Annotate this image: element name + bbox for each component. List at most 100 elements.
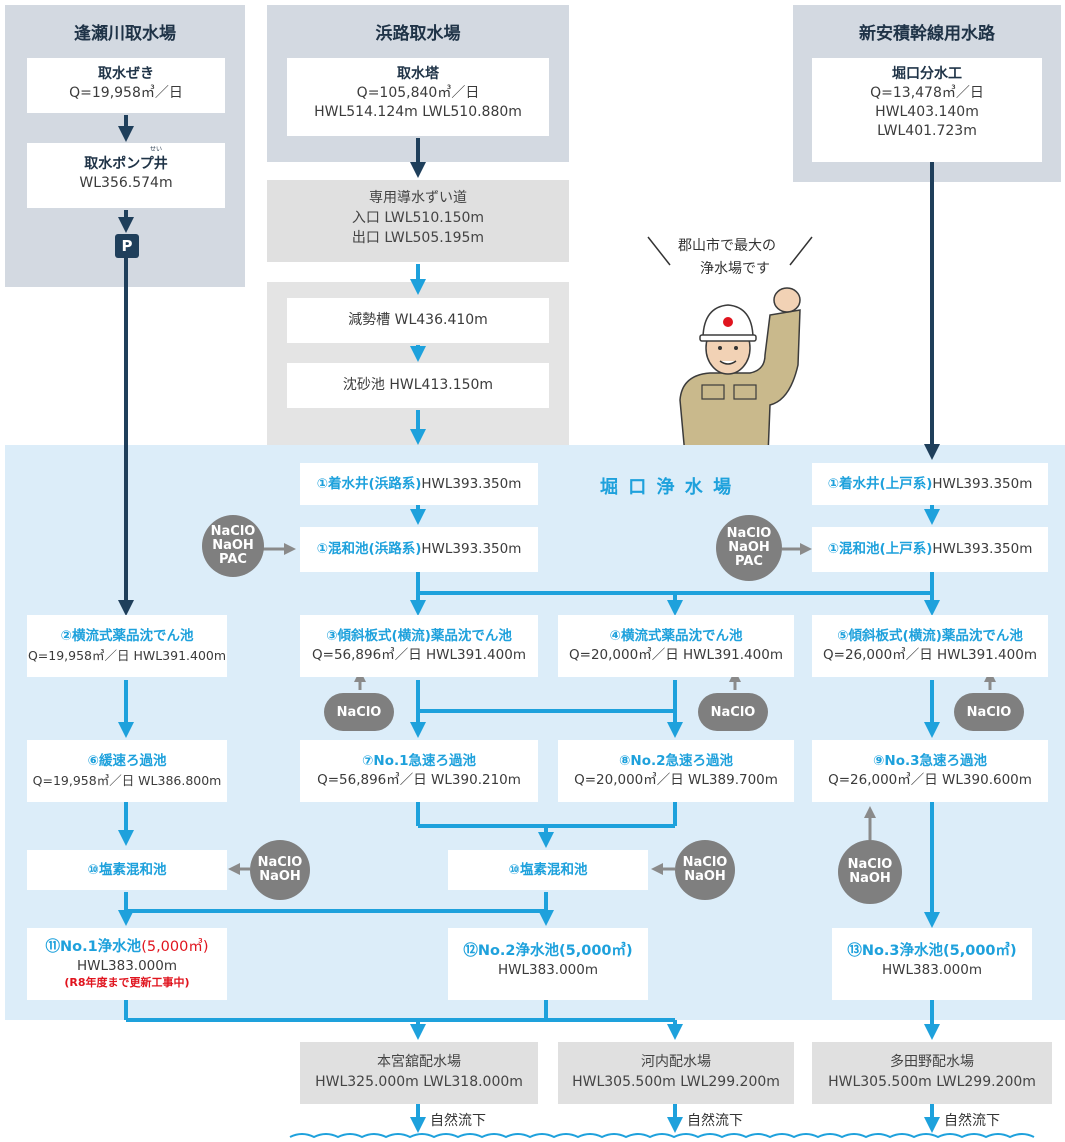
- clear-water-reservoir-3: ⑬No.3浄水池(5,000㎥) HWL383.000m: [832, 928, 1032, 1000]
- clear-water-reservoir-1: ⑪No.1浄水池(5,000㎥) HWL383.000m (R8年度まで更新工事…: [27, 928, 227, 1000]
- gravity-flow-label-1: 自然流下: [430, 1113, 486, 1129]
- rapid-filter-8-spec: Q=20,000㎥／日 WL389.700m: [574, 772, 778, 788]
- gravity-flow-label-2: 自然流下: [687, 1113, 743, 1129]
- conduit-name: 専用導水ずい道: [369, 190, 467, 206]
- pump-well-ruby: せい: [150, 146, 163, 153]
- slow-filter-6-spec: Q=19,958㎥／日 WL386.800m: [32, 773, 222, 788]
- reservoir-1-note: (R8年度まで更新工事中): [64, 976, 190, 989]
- reservoir-3-level: HWL383.000m: [882, 962, 982, 978]
- chem-naclo: NaClO: [847, 857, 893, 872]
- intake-pump-well-level: WL356.574m: [79, 175, 173, 191]
- distribution-tadano-levels: HWL305.500m LWL299.200m: [828, 1074, 1036, 1090]
- reservoir-2-level: HWL383.000m: [498, 962, 598, 978]
- chem-naclo: NaClO: [257, 855, 303, 870]
- grit-chamber-box: 沈砂池 HWL413.150m: [287, 363, 549, 408]
- chlorine-mixing-basin-center-name: ⑩塩素混和池: [508, 862, 588, 878]
- receiving-well-hamaji: ①着水井(浜路系)HWL393.350m: [300, 463, 538, 505]
- chem-naclo: NaClO: [682, 855, 728, 870]
- rapid-filter-7-name: ⑦No.1急速ろ過池: [361, 753, 477, 769]
- rapid-filter-9-name: ⑨No.3急速ろ過池: [872, 753, 988, 769]
- horiguchi-diversion-hwl: HWL403.140m: [875, 104, 979, 120]
- sedimentation-basin-5-name: ⑤傾斜板式(横流)薬品沈でん池: [837, 628, 1023, 644]
- chem-naoh: NaOH: [728, 540, 770, 555]
- chem-naclo: NaClO: [726, 526, 772, 541]
- sedimentation-basin-3-spec: Q=56,896㎥／日 HWL391.400m: [312, 647, 526, 663]
- rapid-filter-8-name: ⑧No.2急速ろ過池: [618, 753, 734, 769]
- chlorine-mixing-basin-left-name: ⑩塩素混和池: [87, 862, 167, 878]
- distribution-motomiya-levels: HWL325.000m LWL318.000m: [315, 1074, 523, 1090]
- sedimentation-basin-4: ④横流式薬品沈でん池 Q=20,000㎥／日 HWL391.400m: [558, 615, 794, 677]
- chlorine-mixing-basin-center: ⑩塩素混和池: [448, 850, 648, 890]
- chem-naoh: NaOH: [212, 538, 254, 553]
- distribution-kawauchi: 河内配水場 HWL305.500m LWL299.200m: [558, 1042, 794, 1104]
- horiguchi-diversion-name: 堀口分水工: [892, 66, 962, 82]
- chem-naoh: NaOH: [849, 871, 891, 886]
- chlorine-badge-center: NaClO NaOH: [675, 840, 735, 900]
- mixing-basin-uwato-name: ①混和池(上戸系): [827, 541, 933, 557]
- mixing-basin-hamaji-name: ①混和池(浜路系): [316, 541, 422, 557]
- grit-chamber-label: 沈砂池 HWL413.150m: [342, 377, 494, 393]
- chlorine-badge-right: NaClO NaOH: [838, 840, 902, 904]
- energy-dissipator-label: 減勢槽 WL436.410m: [348, 312, 488, 328]
- receiving-well-uwato: ①着水井(上戸系)HWL393.350m: [812, 463, 1048, 505]
- mixing-basin-uwato: ①混和池(上戸系)HWL393.350m: [812, 527, 1048, 572]
- distribution-motomiya: 本宮舘配水場 HWL325.000m LWL318.000m: [300, 1042, 538, 1104]
- reservoir-1-title: ⑪No.1浄水池(5,000㎥): [27, 938, 227, 957]
- naclo-badge-5: NaClO: [954, 693, 1024, 731]
- slow-filter-6: ⑥緩速ろ過池 Q=19,958㎥／日 WL386.800m: [27, 740, 227, 802]
- receiving-well-uwato-level: HWL393.350m: [932, 476, 1033, 492]
- source-title-shin-asaka: 新安積幹線用水路: [859, 24, 995, 44]
- clear-water-reservoir-2: ⑫No.2浄水池(5,000㎥) HWL383.000m: [448, 928, 648, 1000]
- intake-weir-flow: Q=19,958㎥／日: [69, 85, 183, 101]
- horiguchi-diversion-box: 堀口分水工 Q=13,478㎥／日 HWL403.140m LWL401.723…: [812, 58, 1042, 162]
- sedimentation-basin-3-name: ③傾斜板式(横流)薬品沈でん池: [326, 628, 512, 644]
- reservoir-2-name: ⑫No.2浄水池(5,000㎥): [463, 943, 633, 959]
- chlorine-mixing-basin-left: ⑩塩素混和池: [27, 850, 227, 890]
- speech-line-1: 郡山市で最大の: [678, 238, 776, 254]
- sedimentation-basin-5: ⑤傾斜板式(横流)薬品沈でん池 Q=26,000㎥／日 HWL391.400m: [812, 615, 1048, 677]
- mixing-basin-hamaji: ①混和池(浜路系)HWL393.350m: [300, 527, 538, 572]
- intake-tower-levels: HWL514.124m LWL510.880m: [314, 104, 522, 120]
- naclo-badge-3: NaClO: [324, 693, 394, 731]
- source-title-ouse: 逢瀬川取水場: [74, 24, 176, 44]
- slow-filter-6-name: ⑥緩速ろ過池: [87, 753, 167, 769]
- rapid-filter-9-spec: Q=26,000㎥／日 WL390.600m: [828, 772, 1032, 788]
- intake-tower-name: 取水塔: [397, 66, 439, 82]
- reservoir-3-name: ⑬No.3浄水池(5,000㎥): [847, 943, 1017, 959]
- sedimentation-basin-4-spec: Q=20,000㎥／日 HWL391.400m: [569, 647, 783, 663]
- reservoir-1-capacity: (5,000㎥): [141, 939, 209, 955]
- chem-naoh: NaOH: [259, 869, 301, 884]
- sedimentation-basin-2: ②横流式薬品沈でん池 Q=19,958㎥／日 HWL391.400m: [27, 615, 227, 677]
- mixing-basin-hamaji-level: HWL393.350m: [421, 541, 522, 557]
- rapid-filter-7: ⑦No.1急速ろ過池 Q=56,896㎥／日 WL390.210m: [300, 740, 538, 802]
- energy-dissipator-box: 減勢槽 WL436.410m: [287, 298, 549, 343]
- intake-pump-well-box: 取水ポンプ井 WL356.574m: [27, 143, 225, 208]
- receiving-well-hamaji-name: ①着水井(浜路系): [316, 476, 422, 492]
- chemical-mix-badge-right: NaClO NaOH PAC: [716, 515, 782, 581]
- sedimentation-basin-3: ③傾斜板式(横流)薬品沈でん池 Q=56,896㎥／日 HWL391.400m: [300, 615, 538, 677]
- distribution-kawauchi-levels: HWL305.500m LWL299.200m: [572, 1074, 780, 1090]
- worker-illustration: [647, 236, 813, 455]
- reservoir-1-name: ⑪No.1浄水池: [45, 939, 142, 955]
- chemical-mix-badge-left: NaClO NaOH PAC: [202, 515, 264, 577]
- chem-pac: PAC: [219, 552, 247, 567]
- conduit-box: 専用導水ずい道 入口 LWL510.150m 出口 LWL505.195m: [267, 180, 569, 262]
- intake-tower-box: 取水塔 Q=105,840㎥／日 HWL514.124m LWL510.880m: [287, 58, 549, 136]
- conduit-outlet: 出口 LWL505.195m: [351, 230, 485, 246]
- horiguchi-diversion-lwl: LWL401.723m: [877, 123, 977, 139]
- intake-weir-box: 取水ぜき Q=19,958㎥／日: [27, 58, 225, 113]
- chem-pac: PAC: [735, 554, 763, 569]
- distribution-motomiya-name: 本宮舘配水場: [377, 1054, 461, 1070]
- rapid-filter-8: ⑧No.2急速ろ過池 Q=20,000㎥／日 WL389.700m: [558, 740, 794, 802]
- distribution-tadano-name: 多田野配水場: [890, 1054, 974, 1070]
- speech-line-2: 浄水場です: [700, 261, 770, 277]
- intake-tower-flow: Q=105,840㎥／日: [356, 85, 480, 101]
- rapid-filter-7-spec: Q=56,896㎥／日 WL390.210m: [317, 772, 521, 788]
- horiguchi-diversion-flow: Q=13,478㎥／日: [870, 85, 984, 101]
- sedimentation-basin-2-name: ②横流式薬品沈でん池: [60, 628, 194, 644]
- distribution-kawauchi-name: 河内配水場: [641, 1054, 711, 1070]
- receiving-well-hamaji-level: HWL393.350m: [421, 476, 522, 492]
- naclo-badge-4: NaClO: [698, 693, 768, 731]
- chem-naclo: NaClO: [210, 524, 256, 539]
